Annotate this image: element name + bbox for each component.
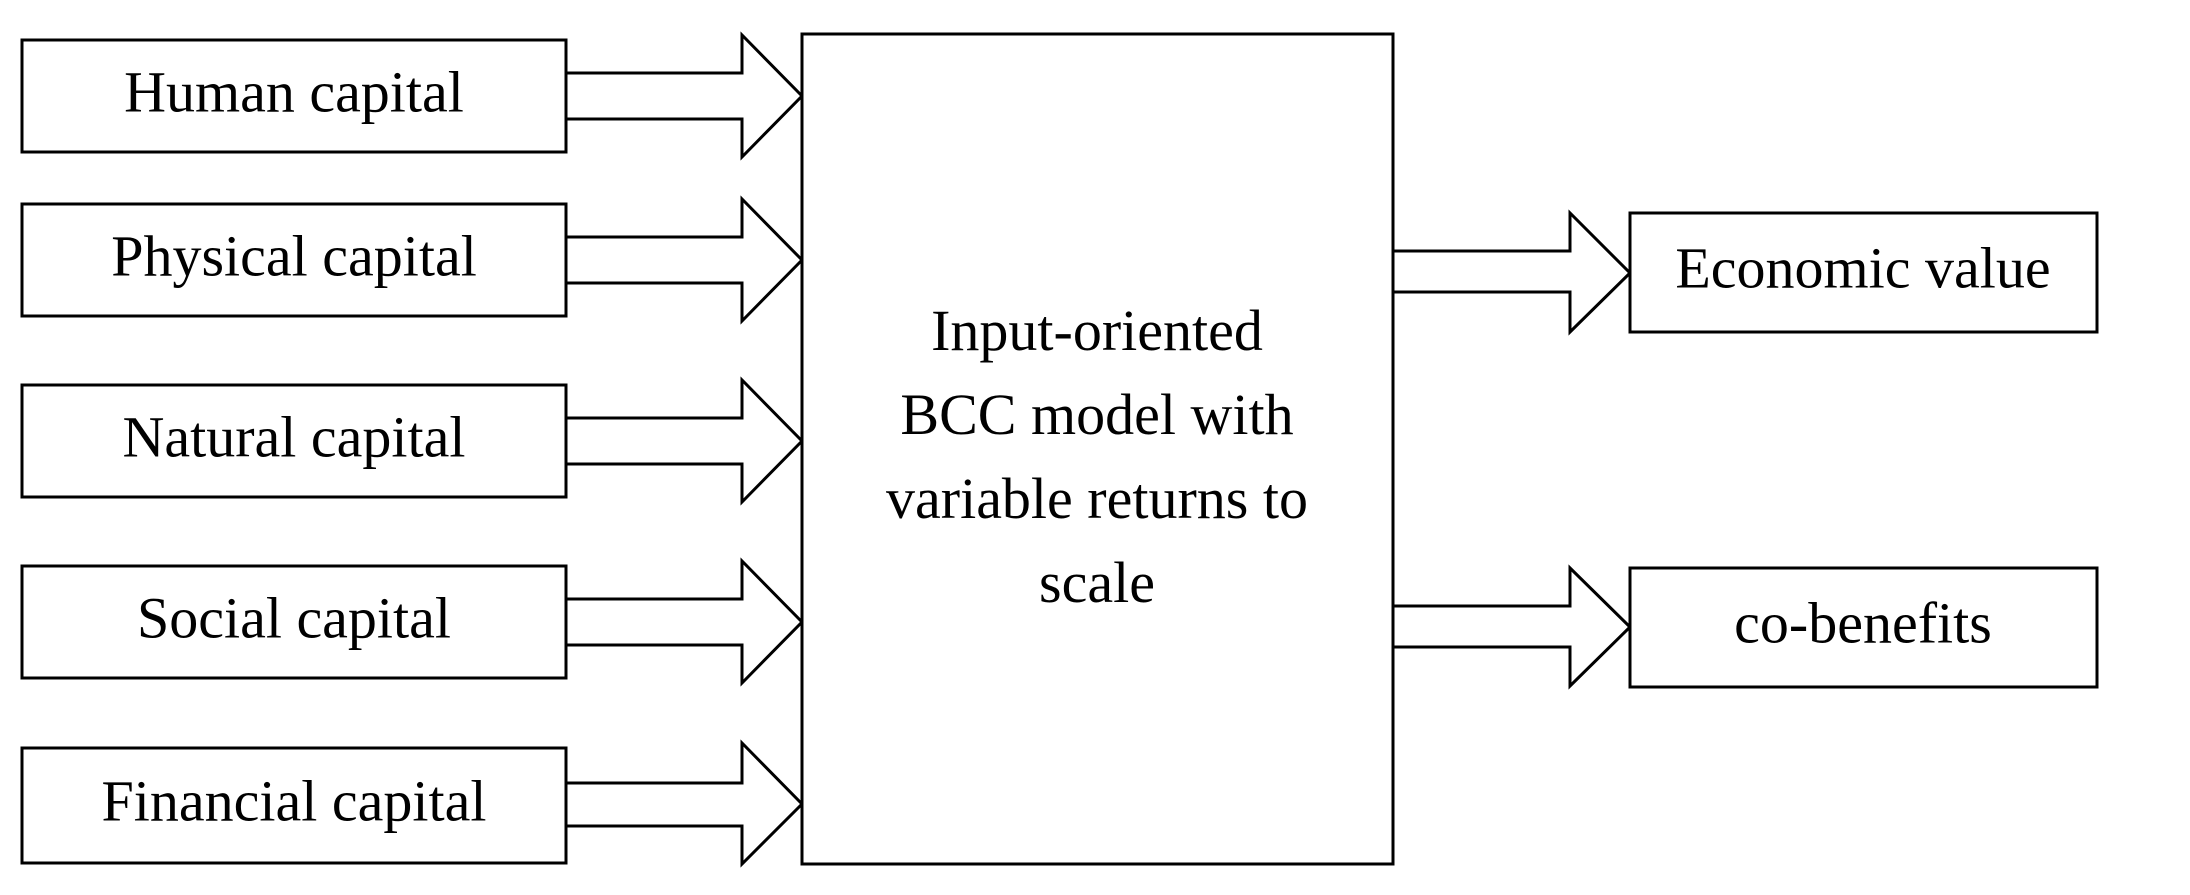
input-node-human-capital[interactable]: Human capital: [20, 38, 568, 154]
input-arrow-physical-capital: [564, 195, 805, 325]
input-arrow-social-capital: [564, 557, 805, 687]
output-box-rect[interactable]: [1628, 211, 2099, 334]
input-arrow-financial-capital: [564, 739, 805, 868]
process-box-line-4: scale: [1039, 550, 1155, 615]
output-arrow-co-benefits: [1391, 564, 1633, 690]
process-box-line-1: Input-oriented: [931, 298, 1263, 363]
process-box-rect[interactable]: [800, 32, 1395, 866]
input-box-label: Natural capital: [123, 404, 466, 469]
process-box-line-3: variable returns to: [886, 466, 1308, 531]
output-box-label: co-benefits: [1734, 590, 1992, 655]
input-box-rect[interactable]: [20, 746, 568, 865]
input-node-financial-capital[interactable]: Financial capital: [20, 746, 568, 865]
input-box-rect[interactable]: [20, 564, 568, 680]
output-box-label: Economic value: [1675, 235, 2050, 300]
input-box-rect[interactable]: [20, 202, 568, 318]
input-node-natural-capital[interactable]: Natural capital: [20, 383, 568, 499]
output-arrow-economic-value: [1391, 209, 1633, 336]
input-box-rect[interactable]: [20, 38, 568, 154]
process-node-bcc-model[interactable]: Input-oriented BCC model with variable r…: [800, 32, 1395, 866]
input-arrow-natural-capital: [564, 376, 805, 506]
input-box-label: Social capital: [137, 585, 451, 650]
input-box-label: Physical capital: [111, 223, 477, 288]
input-node-physical-capital[interactable]: Physical capital: [20, 202, 568, 318]
output-node-co-benefits[interactable]: co-benefits: [1628, 566, 2099, 689]
output-box-rect[interactable]: [1628, 566, 2099, 689]
process-box-line-2: BCC model with: [900, 382, 1293, 447]
output-node-economic-value[interactable]: Economic value: [1628, 211, 2099, 334]
input-arrow-human-capital: [564, 31, 805, 161]
input-box-rect[interactable]: [20, 383, 568, 499]
input-box-label: Human capital: [124, 59, 464, 124]
input-box-label: Financial capital: [102, 768, 487, 833]
input-node-social-capital[interactable]: Social capital: [20, 564, 568, 680]
